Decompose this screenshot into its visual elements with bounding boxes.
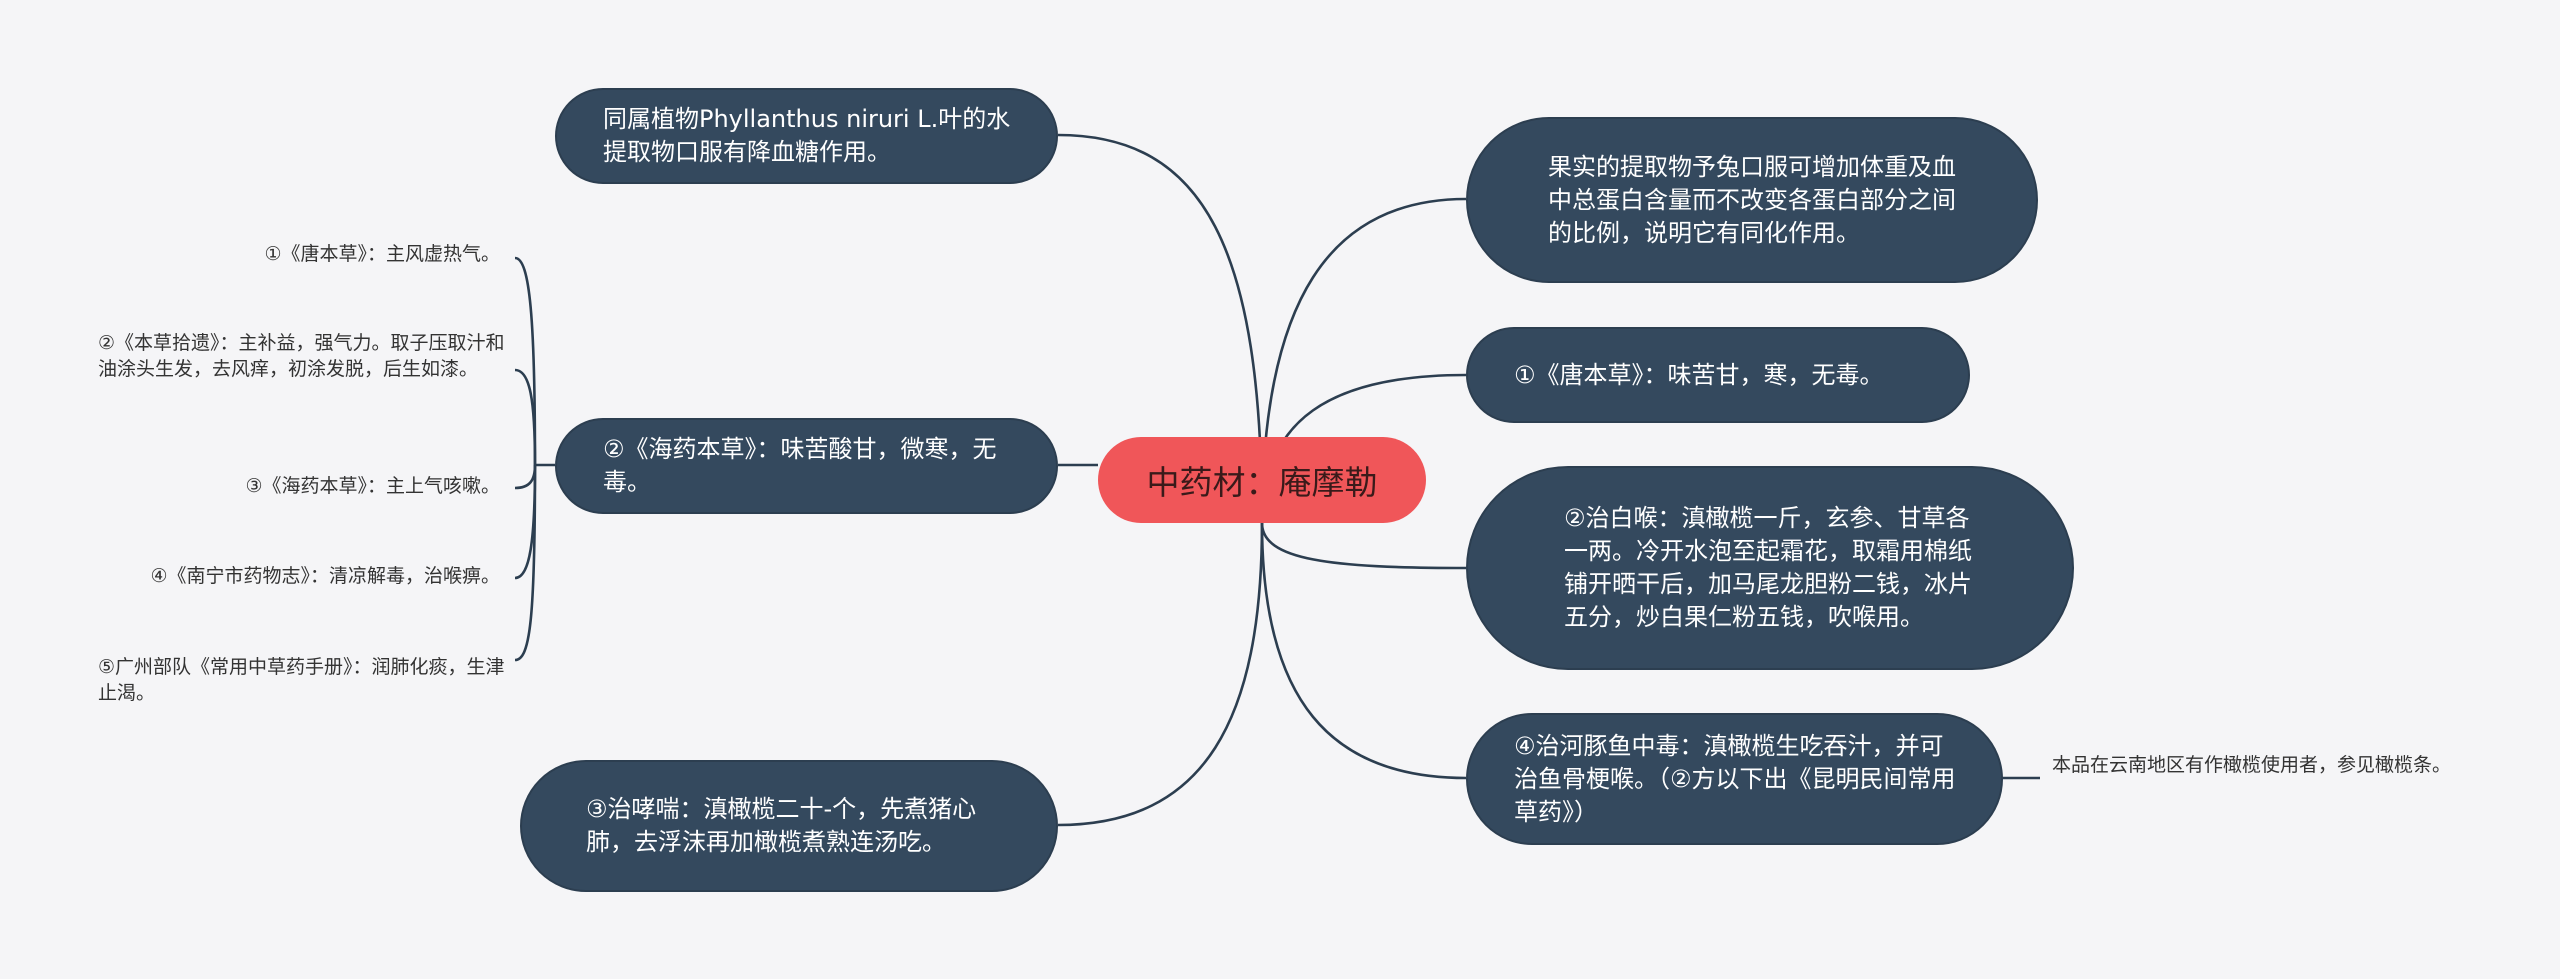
topic-r3[interactable]: ②治白喉：滇橄榄一斤，玄参、甘草各一两。冷开水泡至起霜花，取霜用棉纸铺开晒干后，… xyxy=(1466,466,2074,670)
central-topic-label: 中药材：庵摩勒 xyxy=(1146,463,1378,502)
leaf-2-label: ②《本草拾遗》：主补益，强气力。取子压取汁和油涂头生发，去风痒，初涂发脱，后生如… xyxy=(98,332,505,380)
topic-n1-label: 同属植物Phyllanthus niruri L.叶的水提取物口服有降血糖作用。 xyxy=(603,105,1011,166)
leaf-bracket-5 xyxy=(514,464,537,662)
leaf-5[interactable]: ⑤广州部队《常用中草药手册》：润肺化痰，生津止渴。 xyxy=(98,654,508,706)
leaf-5-label: ⑤广州部队《常用中草药手册》：润肺化痰，生津止渴。 xyxy=(98,656,505,704)
topic-r2[interactable]: ①《唐本草》：味苦甘，寒，无毒。 xyxy=(1466,327,1970,423)
topic-r4[interactable]: ④治河豚鱼中毒：滇橄榄生吃吞汁，并可治鱼骨梗喉。（②方以下出《昆明民间常用草药》… xyxy=(1466,713,2003,845)
leaf-right[interactable]: 本品在云南地区有作橄榄使用者，参见橄榄条。 xyxy=(2052,752,2482,778)
leaf-bracket-1 xyxy=(514,256,537,466)
topic-r4-label: ④治河豚鱼中毒：滇橄榄生吃吞汁，并可治鱼骨梗喉。（②方以下出《昆明民间常用草药》… xyxy=(1514,731,1956,826)
topic-r1-label: 果实的提取物予兔口服可增加体重及血中总蛋白含量而不改变各蛋白部分之间的比例，说明… xyxy=(1548,152,1956,247)
leaf-3-label: ③《海药本草》：主上气咳嗽。 xyxy=(245,475,500,497)
leaf-4[interactable]: ④《南宁市药物志》：清凉解毒，治喉痹。 xyxy=(100,563,500,589)
central-topic[interactable]: 中药材：庵摩勒 xyxy=(1098,437,1426,523)
leaf-right-label: 本品在云南地区有作橄榄使用者，参见橄榄条。 xyxy=(2052,754,2452,776)
leaf-bracket-2 xyxy=(514,368,537,466)
leaf-bracket-3 xyxy=(514,464,537,490)
leaf-2[interactable]: ②《本草拾遗》：主补益，强气力。取子压取汁和油涂头生发，去风痒，初涂发脱，后生如… xyxy=(98,330,508,382)
link-center-n1 xyxy=(1057,133,1264,524)
leaf-4-label: ④《南宁市药物志》：清凉解毒，治喉痹。 xyxy=(150,565,500,587)
topic-n2[interactable]: ②《海药本草》：味苦酸甘，微寒，无毒。 xyxy=(555,418,1058,514)
topic-n3-label: ③治哮喘：滇橄榄二十-个，先煮猪心肺，去浮沫再加橄榄煮熟连汤吃。 xyxy=(586,795,977,856)
link-center-n3 xyxy=(1057,522,1264,827)
topic-r2-label: ①《唐本草》：味苦甘，寒，无毒。 xyxy=(1514,360,1884,389)
link-center-r3 xyxy=(1260,522,1467,570)
leaf-1[interactable]: ①《唐本草》：主风虚热气。 xyxy=(140,241,500,267)
topic-n2-label: ②《海药本草》：味苦酸甘，微寒，无毒。 xyxy=(603,435,997,496)
link-center-r4 xyxy=(1260,522,1467,780)
leaf-1-label: ①《唐本草》：主风虚热气。 xyxy=(264,243,500,265)
topic-r1[interactable]: 果实的提取物予兔口服可增加体重及血中总蛋白含量而不改变各蛋白部分之间的比例，说明… xyxy=(1466,117,2038,283)
topic-n3[interactable]: ③治哮喘：滇橄榄二十-个，先煮猪心肺，去浮沫再加橄榄煮熟连汤吃。 xyxy=(520,760,1058,892)
topic-r3-label: ②治白喉：滇橄榄一斤，玄参、甘草各一两。冷开水泡至起霜花，取霜用棉纸铺开晒干后，… xyxy=(1564,504,1972,631)
leaf-3[interactable]: ③《海药本草》：主上气咳嗽。 xyxy=(140,473,500,499)
topic-n1[interactable]: 同属植物Phyllanthus niruri L.叶的水提取物口服有降血糖作用。 xyxy=(555,88,1058,184)
